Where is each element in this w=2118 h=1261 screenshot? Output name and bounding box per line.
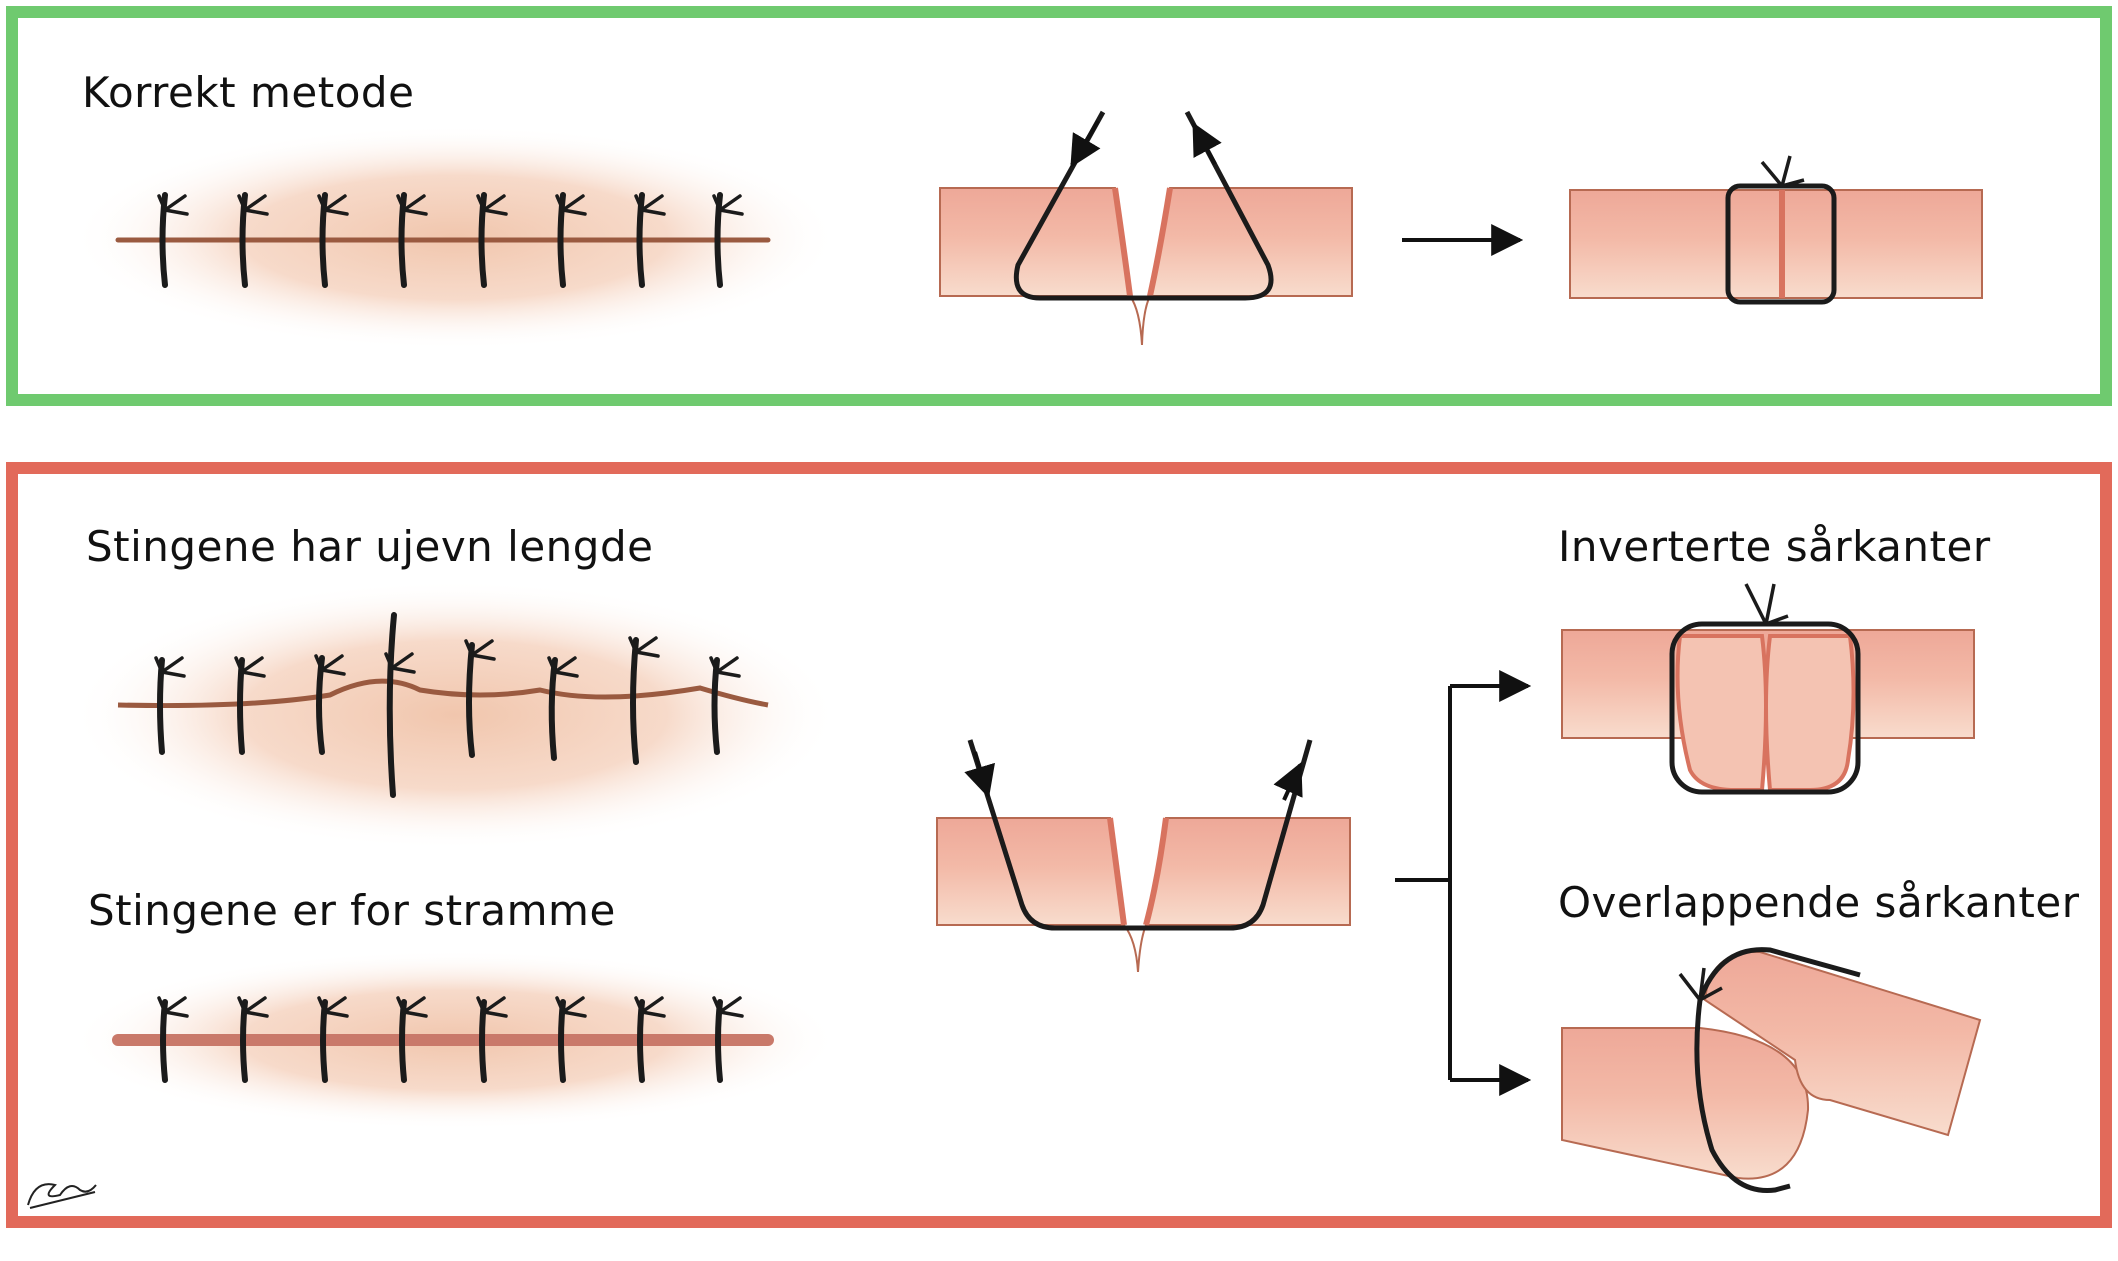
knot [157, 996, 189, 1018]
arrow-in-icon [1070, 119, 1101, 168]
signature-stroke [27, 1183, 97, 1209]
skin-block [1569, 189, 1983, 299]
arrow-out-icon [1192, 122, 1222, 165]
knot [712, 194, 744, 216]
stitch [157, 657, 165, 755]
arrow-in-icon [964, 751, 995, 799]
correct-method-title: Korrekt metode [82, 68, 415, 117]
knot [476, 194, 508, 216]
knot [317, 194, 349, 216]
skin-block-lower [1561, 1027, 1810, 1180]
knot-row [157, 996, 744, 1018]
knot [634, 996, 666, 1018]
skin-block-left [936, 817, 1126, 926]
wound-base [1123, 924, 1147, 973]
wound-edge [1143, 817, 1169, 926]
correct-closure-photo [70, 125, 840, 350]
knot [555, 194, 587, 216]
overlapping-edges-section [1561, 947, 1982, 1193]
knot [384, 652, 416, 674]
wound-edge [1112, 187, 1133, 297]
wound-edge [1147, 187, 1173, 297]
knot [1744, 583, 1789, 626]
knot [628, 636, 660, 658]
closed-wound-result [1569, 155, 1983, 305]
wrong-cross-section [936, 670, 1532, 1096]
wound-line [117, 678, 769, 709]
stitch [316, 655, 325, 755]
knot [157, 194, 189, 216]
stitch [237, 657, 245, 755]
stitch [548, 657, 558, 761]
knot [317, 996, 349, 1018]
knot [1678, 967, 1723, 1002]
stitch [630, 637, 639, 765]
stitch [466, 642, 475, 758]
suture-path [1694, 999, 1791, 1193]
knot [237, 194, 269, 216]
skin-block-right [1148, 187, 1353, 297]
knot [396, 194, 428, 216]
knot [154, 656, 186, 678]
inverted-edge-right [1764, 634, 1856, 792]
knot [1760, 155, 1805, 188]
suture-path [967, 739, 1313, 931]
too-tight-photo [70, 950, 840, 1130]
skin-block-left [939, 187, 1132, 297]
knot-row [154, 636, 741, 678]
overlapping-edges-title: Overlappende sårkanter [1558, 878, 2080, 927]
correct-cross-section [939, 110, 1524, 346]
knot [547, 656, 579, 678]
uneven-length-photo [70, 580, 840, 850]
too-tight-title: Stingene er for stramme [88, 886, 616, 935]
suture-path [1013, 110, 1274, 301]
knot [709, 656, 741, 678]
knot [237, 996, 269, 1018]
knot [314, 654, 346, 676]
knot [555, 996, 587, 1018]
wound-base [1129, 295, 1151, 346]
inverted-edge-left [1675, 634, 1768, 792]
knot [476, 996, 508, 1018]
knot [712, 996, 744, 1018]
artist-signature-icon [27, 1183, 97, 1209]
stitch [711, 657, 720, 755]
inverted-edges-title: Inverterte sårkanter [1558, 522, 1991, 571]
knot-row [157, 194, 744, 216]
skin-block-right [1144, 817, 1351, 926]
stitch [386, 612, 397, 798]
skin-glow [70, 580, 840, 850]
uneven-length-title: Stingene har ujevn lengde [86, 522, 654, 571]
knot [396, 996, 428, 1018]
knot [464, 639, 496, 661]
suture-path [1697, 947, 1861, 1001]
knot [634, 194, 666, 216]
inverted-edges-section [1561, 583, 1975, 795]
knot [234, 656, 266, 678]
branch-connector [1395, 686, 1452, 1080]
arrow-out-icon [1273, 762, 1303, 801]
wound-edge [1107, 817, 1127, 926]
